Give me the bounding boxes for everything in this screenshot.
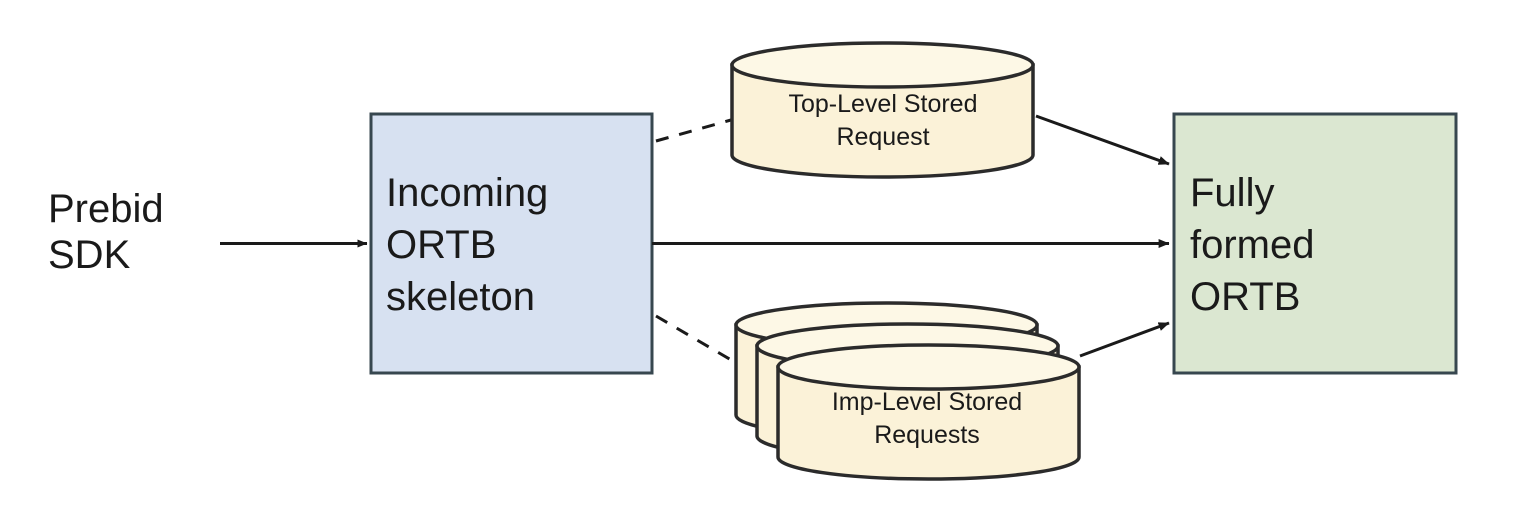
- connector-top-store-to-output: [1035, 114, 1170, 166]
- connector-skeleton-to-imp-store: [655, 314, 739, 366]
- connector-imp-store-to-output: [1079, 321, 1170, 358]
- node-top-level-stored-request[interactable]: [730, 41, 1035, 179]
- node-incoming-ortb-skeleton[interactable]: [369, 112, 654, 375]
- node-imp-level-stored-requests[interactable]: [734, 301, 1081, 481]
- imp-store-cylinder-front: [776, 343, 1081, 481]
- node-fully-formed-ortb[interactable]: [1172, 112, 1458, 375]
- connector-skeleton-to-top-store: [655, 118, 732, 143]
